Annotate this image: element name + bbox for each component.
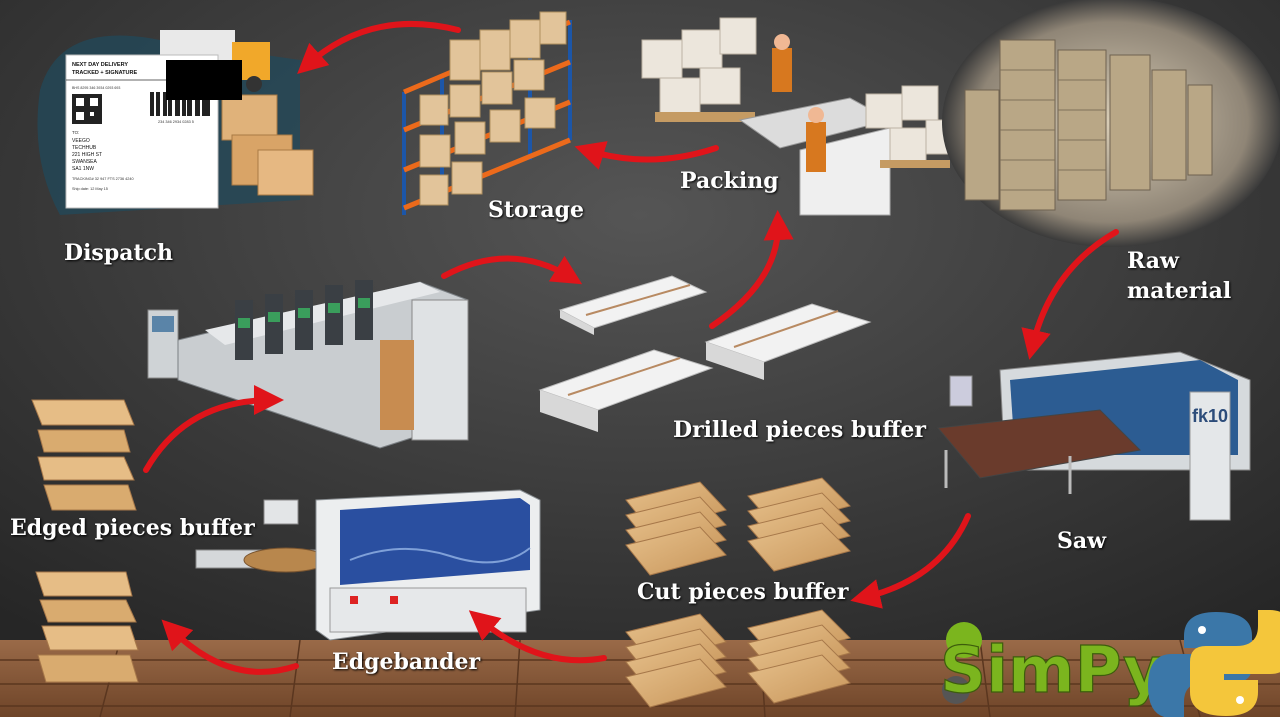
cnc-drilling-machine <box>147 280 469 449</box>
stage-label-cut-buffer: Cut pieces buffer <box>637 579 849 605</box>
label-address-line: VEEGO <box>72 138 90 144</box>
simpy-logo: SimPy <box>939 622 1165 709</box>
stage-label-drilled-buffer: Drilled pieces buffer <box>673 417 926 443</box>
label-tracking-line: TRACKING# 32 947 FTS 2736 4240 <box>72 177 134 181</box>
arrow-raw-to-saw <box>1021 229 1119 360</box>
simpy-logo-text: SimPy <box>940 634 1165 708</box>
saw-badge: fk10 <box>1192 406 1228 426</box>
raw-material-line-1: Raw <box>1127 248 1179 274</box>
label-address-line: 221 HIGH ST <box>72 152 102 158</box>
label-address-line: TECHHUB <box>72 145 97 151</box>
edgebander-machine <box>195 489 541 641</box>
stage-label-packing: Packing <box>680 168 779 194</box>
edged-pieces-stack <box>31 399 139 683</box>
label-address-line: SA1 1NW <box>72 166 94 172</box>
arrow-drilling-to-drilled <box>441 255 583 285</box>
flow-arrows <box>143 20 1119 675</box>
cut-pieces-stack <box>625 477 851 708</box>
stage-label-edged-buffer: Edged pieces buffer <box>10 515 255 541</box>
label-to: TO: <box>72 130 79 135</box>
stage-label-edgebander: Edgebander <box>332 649 481 675</box>
arrow-edged-to-drilling <box>143 385 284 473</box>
redaction-box <box>166 60 242 100</box>
label-barcode-number: 234 346 2934 0283 5 <box>158 120 194 124</box>
label-header-line-1: NEXT DAY DELIVERY <box>72 62 128 68</box>
stage-label-dispatch: Dispatch <box>64 240 174 266</box>
label-tracking-code: BHS 8295 346 3934 0293 693 <box>72 86 120 90</box>
label-ship-date: Ship date: 12 May 15 <box>72 187 108 191</box>
storage-rack-illustration <box>402 11 572 215</box>
drilled-panels <box>538 275 872 432</box>
label-address-line: SWANSEA <box>72 159 97 165</box>
python-logo-icon <box>1148 610 1280 717</box>
packing-illustration <box>641 17 953 216</box>
arrow-packing-to-storage <box>574 141 719 170</box>
stage-label-saw: Saw <box>1057 528 1107 554</box>
arrow-saw-to-cut <box>850 513 971 609</box>
arrow-edgebander-to-edged <box>161 619 299 675</box>
arrow-drilled-to-packing <box>709 210 794 329</box>
arrow-storage-to-dispatch <box>297 20 461 75</box>
arrow-cut-to-edgebander <box>468 610 607 664</box>
panel-saw-machine: fk10 <box>937 351 1251 521</box>
raw-material-warehouse <box>942 0 1280 247</box>
stage-label-storage: Storage <box>488 197 584 223</box>
raw-material-line-2: material <box>1127 278 1232 304</box>
stage-label-raw-material: Raw material <box>1127 246 1231 306</box>
label-header-line-2: TRACKED + SIGNATURE <box>72 70 137 76</box>
